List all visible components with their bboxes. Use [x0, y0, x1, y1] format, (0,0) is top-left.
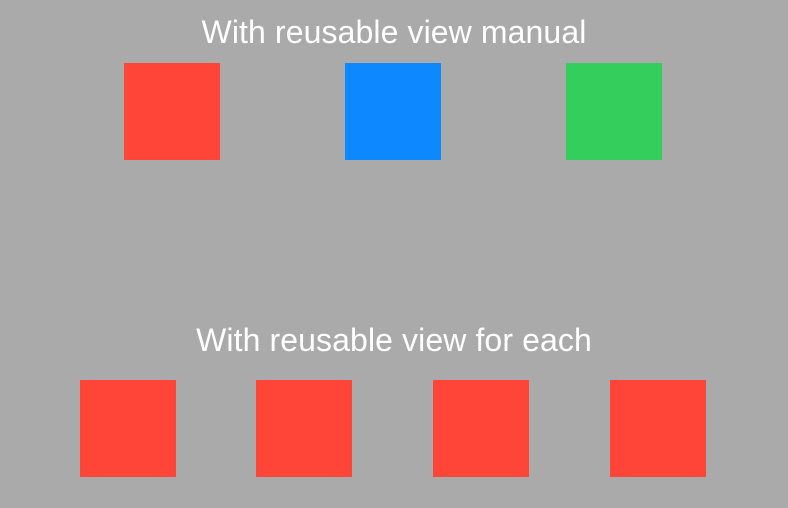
color-square-red[interactable]	[433, 380, 529, 477]
square-row-for-each	[0, 380, 788, 500]
section-title-for-each: With reusable view for each	[196, 322, 592, 358]
color-square-red[interactable]	[256, 380, 352, 477]
color-square-green[interactable]	[566, 63, 662, 160]
section-title-manual: With reusable view manual	[201, 14, 587, 50]
color-square-red[interactable]	[124, 63, 220, 160]
section-for-each: With reusable view for each	[0, 306, 788, 500]
color-square-blue[interactable]	[345, 63, 441, 160]
square-row-manual	[0, 63, 788, 183]
color-square-red[interactable]	[80, 380, 176, 477]
section-manual: With reusable view manual	[0, 0, 788, 183]
color-square-red[interactable]	[610, 380, 706, 477]
